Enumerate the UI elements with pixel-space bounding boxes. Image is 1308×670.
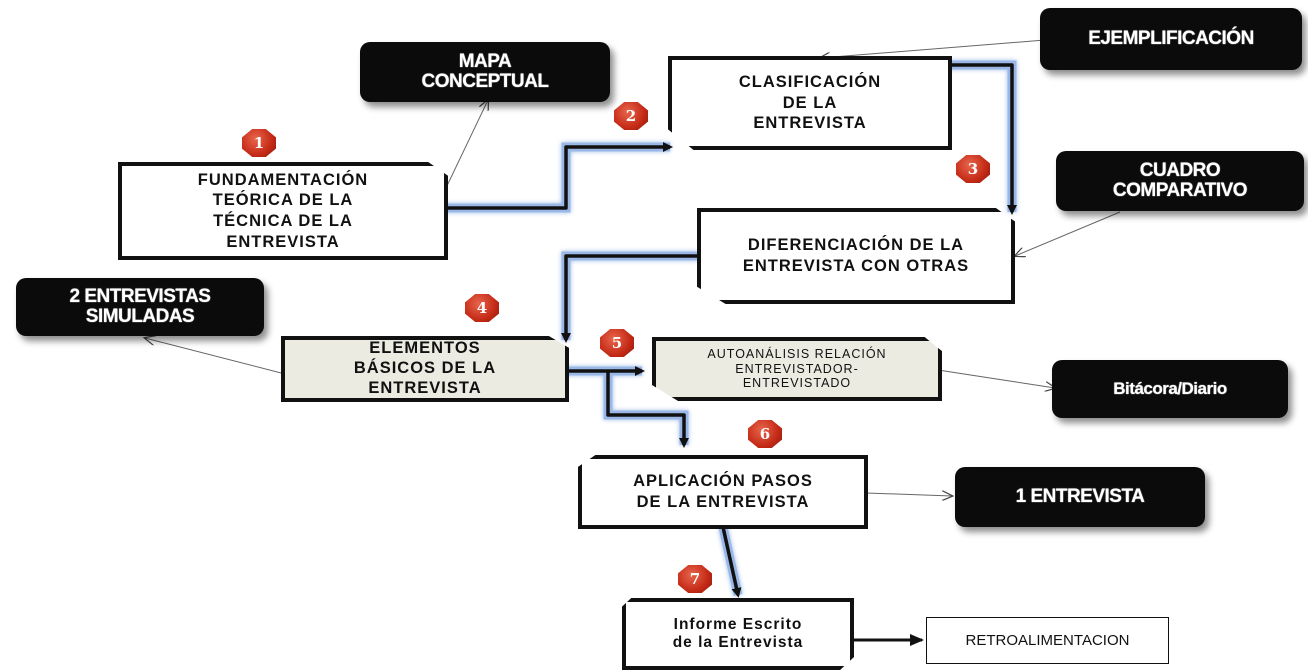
node-clasificacion: CLASIFICACIÓN DE LA ENTREVISTA bbox=[668, 56, 952, 150]
step-badge-7: 7 bbox=[678, 565, 712, 593]
product-connectors bbox=[145, 39, 1121, 496]
node-mapa-conceptual: MAPA CONCEPTUAL bbox=[360, 42, 610, 102]
node-bitacora: Bitácora/Diario bbox=[1052, 360, 1288, 418]
node-fundamentacion: FUNDAMENTACIÓN TEÓRICA DE LA TÉCNICA DE … bbox=[118, 162, 448, 260]
arrow-from-cuadro bbox=[1015, 211, 1121, 256]
step-badge-2: 2 bbox=[614, 102, 648, 130]
arrow-2-to-3 bbox=[945, 63, 1017, 215]
node-ejemplificacion: EJEMPLIFICACIÓN bbox=[1040, 8, 1302, 70]
step-badge-4: 4 bbox=[465, 294, 499, 322]
node-cuadro-comparativo-label: CUADRO COMPARATIVO bbox=[1112, 160, 1248, 201]
node-informe: Informe Escrito de la Entrevista bbox=[622, 598, 854, 670]
node-elementos: ELEMENTOS BÁSICOS DE LA ENTREVISTA bbox=[281, 336, 569, 402]
node-retroalimentacion: RETROALIMENTACION bbox=[926, 617, 1169, 664]
node-diferenciacion: DIFERENCIACIÓN DE LA ENTREVISTA CON OTRA… bbox=[697, 208, 1015, 304]
arrow-to-simuladas bbox=[145, 338, 286, 375]
node-aplicacion: APLICACIÓN PASOS DE LA ENTREVISTA bbox=[578, 455, 868, 529]
node-una-entrevista: 1 ENTREVISTA bbox=[955, 467, 1205, 527]
arrow-to-una-entrevista bbox=[865, 493, 952, 496]
node-entrevistas-simuladas-label: 2 ENTREVISTAS SIMULADAS bbox=[69, 286, 211, 327]
arrow-to-mapa bbox=[444, 100, 488, 191]
step-badge-1: 1 bbox=[242, 129, 276, 157]
arrow-6-to-7 bbox=[721, 526, 742, 598]
node-fundamentacion-label: FUNDAMENTACIÓN TEÓRICA DE LA TÉCNICA DE … bbox=[197, 170, 369, 251]
node-entrevistas-simuladas: 2 ENTREVISTAS SIMULADAS bbox=[16, 278, 264, 336]
node-retroalimentacion-label: RETROALIMENTACION bbox=[965, 632, 1130, 649]
node-autoanalisis: AUTOANÁLISIS RELACIÓN ENTREVISTADOR-ENTR… bbox=[652, 337, 942, 401]
node-una-entrevista-label: 1 ENTREVISTA bbox=[1015, 486, 1145, 508]
step-badge-5: 5 bbox=[600, 329, 634, 357]
node-diferenciacion-label: DIFERENCIACIÓN DE LA ENTREVISTA CON OTRA… bbox=[742, 236, 970, 275]
flow-connectors bbox=[442, 60, 1017, 598]
node-informe-label: Informe Escrito de la Entrevista bbox=[672, 616, 804, 651]
arrow-1-to-2 bbox=[442, 142, 673, 210]
node-mapa-conceptual-label: MAPA CONCEPTUAL bbox=[421, 51, 549, 92]
arrow-4-to-6 bbox=[606, 371, 689, 448]
arrow-to-bitacora bbox=[937, 369, 1055, 388]
node-clasificacion-label: CLASIFICACIÓN DE LA ENTREVISTA bbox=[738, 73, 882, 133]
step-badge-6: 6 bbox=[748, 420, 782, 448]
node-cuadro-comparativo: CUADRO COMPARATIVO bbox=[1056, 151, 1304, 211]
arrow-3-to-4 bbox=[561, 254, 698, 343]
node-bitacora-label: Bitácora/Diario bbox=[1113, 379, 1227, 399]
arrow-from-ejemplificacion bbox=[820, 39, 1046, 58]
node-aplicacion-label: APLICACIÓN PASOS DE LA ENTREVISTA bbox=[633, 472, 813, 511]
node-ejemplificacion-label: EJEMPLIFICACIÓN bbox=[1088, 28, 1254, 50]
node-autoanalisis-label: AUTOANÁLISIS RELACIÓN ENTREVISTADOR-ENTR… bbox=[707, 347, 887, 391]
step-badge-3: 3 bbox=[956, 155, 990, 183]
node-elementos-label: ELEMENTOS BÁSICOS DE LA ENTREVISTA bbox=[353, 339, 497, 397]
